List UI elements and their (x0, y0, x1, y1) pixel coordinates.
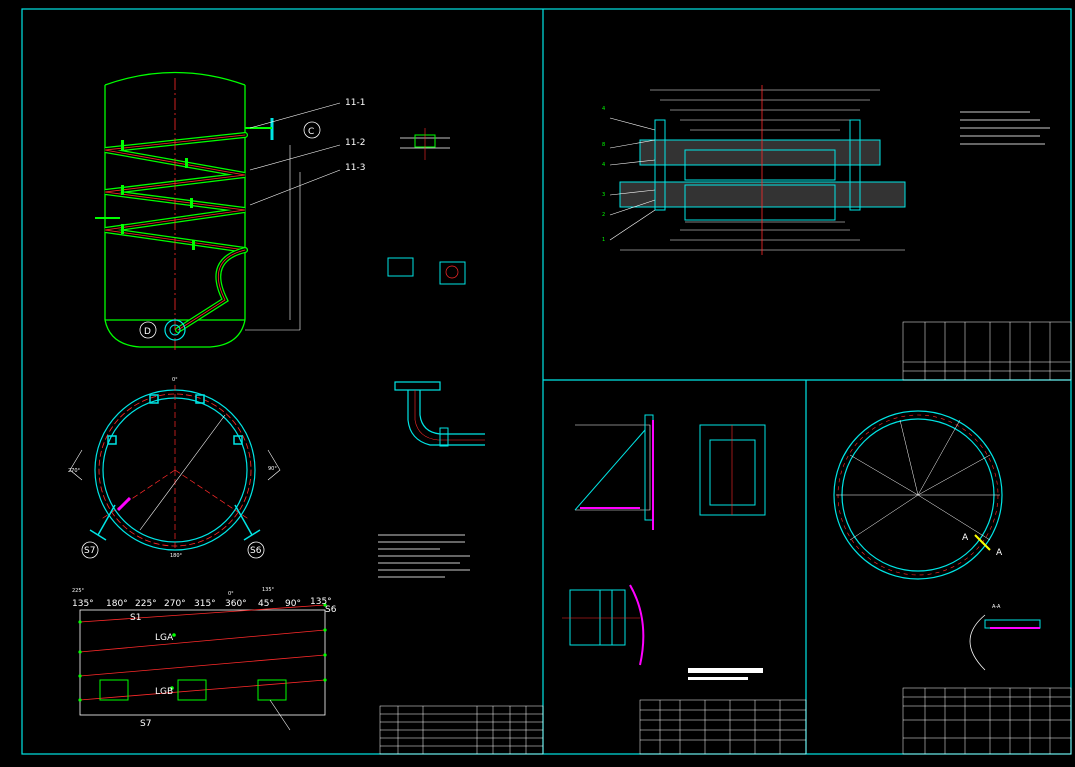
flange-assembly: 4 8 4 3 2 1 (602, 85, 1050, 255)
support-bracket-details (562, 414, 766, 680)
dev-angle-zero: 0° (228, 591, 234, 597)
title-block-right-upper (902, 321, 1072, 381)
plan-angle-right: 90° (268, 466, 277, 472)
vessel-plan-view: 0° 270° 90° 180° S7 S6 (68, 377, 281, 559)
dev-angle-225: 225° (135, 599, 157, 609)
flange-part-4a: 4 (602, 106, 605, 112)
title-block-middle (639, 699, 807, 755)
dev-angle-135-end: 135° (310, 597, 332, 607)
section-aa-label: A-A (992, 604, 1001, 610)
plan-angle-top: 0° (172, 377, 178, 383)
dev-label-s1: S1 (130, 613, 141, 623)
dev-angle-small-right: 135° (262, 587, 275, 593)
section-marker-left: A (962, 533, 969, 543)
nozzle-s7-label: S7 (84, 546, 95, 556)
dev-angle-45: 45° (258, 599, 274, 609)
development-view: 225° 135° 0° 135° 180° 225° 270° 315° 36… (72, 587, 337, 731)
plan-angle-left: 270° (68, 468, 81, 474)
dev-angle-small-left: 225° (72, 588, 85, 594)
coil-callout-2: 11-2 (345, 138, 365, 148)
flange-part-8: 8 (602, 142, 605, 148)
nozzle-s6-label: S6 (250, 546, 262, 556)
dev-label-s7: S7 (140, 719, 151, 729)
vessel-elevation: 11-1 11-2 11-3 C D (95, 71, 365, 350)
dev-angle-270: 270° (164, 599, 186, 609)
flange-part-4b: 4 (602, 162, 605, 168)
flange-part-3: 3 (602, 192, 605, 198)
dev-angle-180: 180° (106, 599, 128, 609)
title-block-left (379, 705, 544, 755)
sheet-frame (21, 8, 1072, 755)
support-ring-plan: A A A-A (833, 410, 1041, 671)
detail-views-middle (378, 128, 485, 578)
dev-angle-315: 315° (194, 599, 216, 609)
dev-angle-90: 90° (285, 599, 301, 609)
dev-angle-135-start: 135° (72, 599, 94, 609)
coil-callout-3: 11-3 (345, 163, 365, 173)
dev-label-s6: S6 (325, 605, 337, 615)
coil-callout-1: 11-1 (345, 98, 365, 108)
plan-angle-bottom: 180° (170, 553, 183, 559)
dev-label-lga: LGA (155, 633, 174, 643)
flange-part-2: 2 (602, 212, 605, 218)
nozzle-c-label: C (308, 127, 314, 137)
dev-label-lgb: LGB (155, 687, 173, 697)
flange-part-1: 1 (602, 237, 605, 243)
title-block-right-lower (902, 687, 1072, 755)
nozzle-d-label: D (144, 327, 151, 337)
section-marker-right: A (996, 548, 1003, 558)
dev-angle-360: 360° (225, 599, 247, 609)
